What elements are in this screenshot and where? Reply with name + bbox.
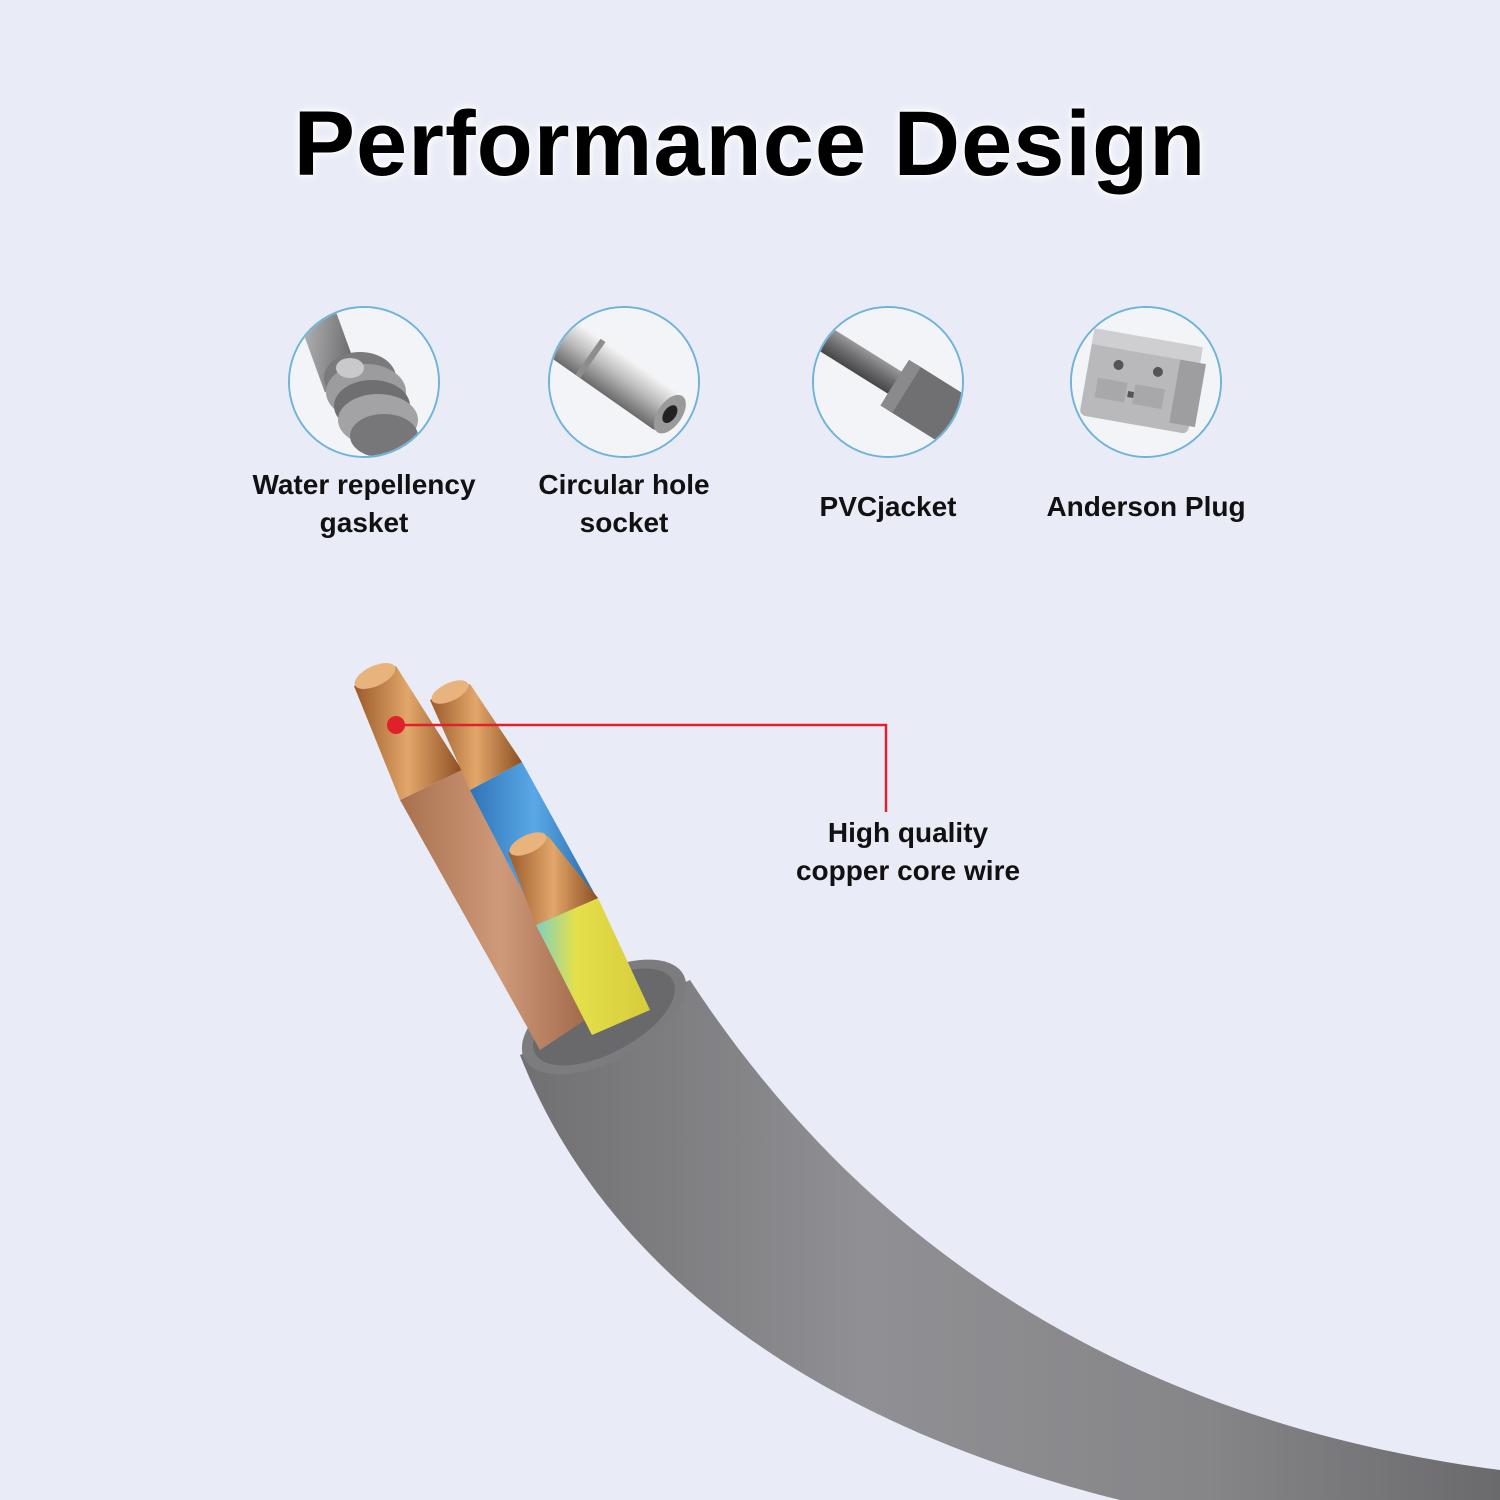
feature-water-repellency-gasket: Water repellency gasket (214, 306, 514, 542)
feature-label: Anderson Plug (1046, 491, 1246, 522)
feature-label: Water repellency gasket (252, 469, 476, 538)
copper-core-callout-label: High quality copper core wire (795, 817, 1021, 886)
feature-label: PVCjacket (819, 491, 957, 522)
yellow-green-wire (508, 832, 650, 1035)
gasket-icon (288, 306, 440, 458)
socket-icon (548, 306, 700, 458)
page-title: Performance Design (293, 93, 1207, 195)
feature-label: Circular hole socket (538, 469, 710, 538)
feature-pvc-jacket: PVCjacket (738, 306, 1038, 526)
brown-wire (354, 663, 600, 1050)
anderson-plug-icon (1070, 306, 1222, 458)
feature-circular-hole-socket: Circular hole socket (474, 306, 774, 542)
pvc-jacket (520, 959, 1500, 1500)
feature-anderson-plug: Anderson Plug (996, 306, 1296, 526)
callout-line (387, 716, 888, 812)
